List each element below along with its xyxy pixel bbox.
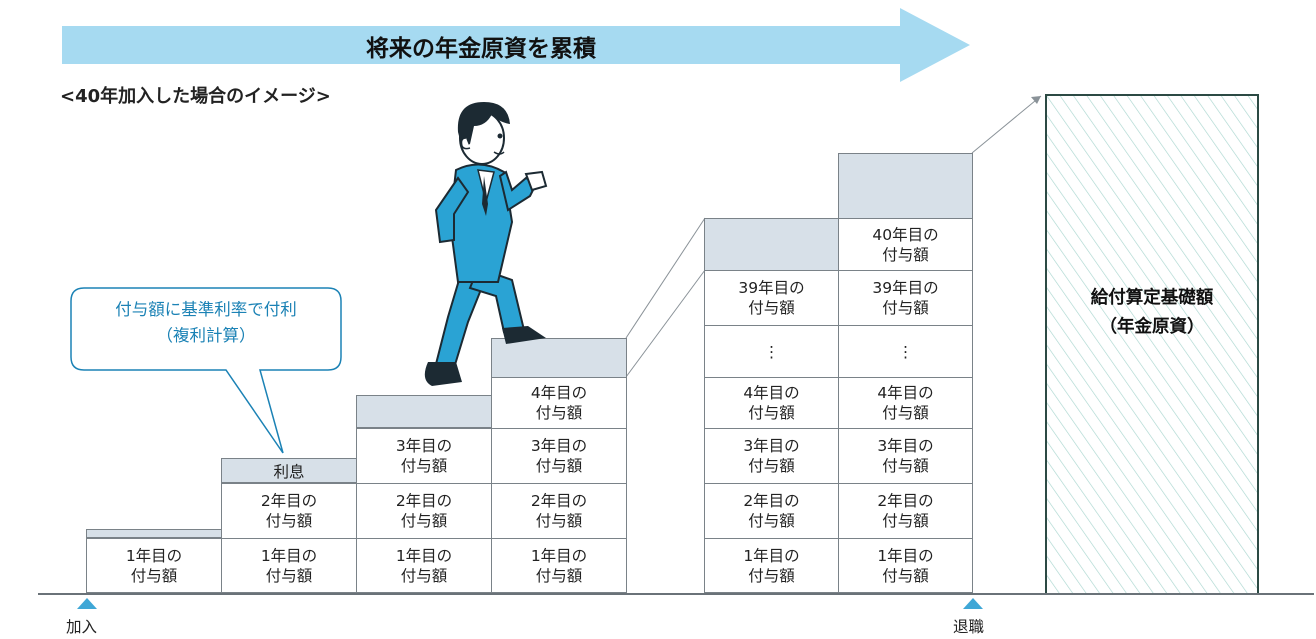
contribution-cell-year39: 39年目の 付与額 [838, 270, 973, 326]
contribution-cell-year4: 4年目の 付与額 [704, 377, 839, 429]
contribution-cell-year3: 3年目の 付与額 [491, 428, 627, 484]
contribution-cell-year2: 2年目の 付与額 [491, 483, 627, 539]
contribution-cell-year3: 3年目の 付与額 [838, 428, 973, 484]
contribution-cell-year39: 39年目の 付与額 [704, 270, 839, 326]
ellipsis-cell: ⋮ [704, 325, 839, 378]
businessman-illustration [424, 102, 548, 386]
pension-principal-label: 給付算定基礎額 （年金原資） [1090, 288, 1214, 337]
contribution-cell-year40: 40年目の 付与額 [838, 218, 973, 271]
timeline-baseline [38, 593, 1314, 595]
speech-bubble [70, 287, 342, 454]
diagram-subtitle: <40年加入した場合のイメージ> [60, 86, 331, 107]
contribution-cell-year1: 1年目の 付与額 [704, 538, 839, 593]
bubble-text: 付与額に基準利率で付利 （複利計算） [115, 300, 297, 345]
interest-block: 利息 [221, 458, 357, 483]
end-marker-icon [963, 598, 983, 609]
interest-block [356, 395, 492, 428]
contribution-cell-year1: 1年目の 付与額 [838, 538, 973, 593]
pension-principal-block [1045, 94, 1259, 595]
contribution-cell-year2: 2年目の 付与額 [704, 483, 839, 539]
contribution-cell-year1: 1年目の 付与額 [221, 538, 357, 593]
contribution-cell-year4: 4年目の 付与額 [838, 377, 973, 429]
start-marker-icon [77, 598, 97, 609]
interest-block [838, 153, 973, 219]
banner-title: 将来の年金原資を累積 [366, 36, 596, 62]
contribution-cell-year2: 2年目の 付与額 [838, 483, 973, 539]
interest-block [491, 338, 627, 378]
interest-block [704, 218, 839, 271]
contribution-cell-year1: 1年目の 付与額 [491, 538, 627, 593]
contribution-cell-year1: 1年目の 付与額 [356, 538, 492, 593]
contribution-cell-year2: 2年目の 付与額 [221, 483, 357, 539]
accumulation-arrow [62, 8, 970, 82]
contribution-cell-year3: 3年目の 付与額 [704, 428, 839, 484]
contribution-cell-year3: 3年目の 付与額 [356, 428, 492, 484]
contribution-cell-year1: 1年目の 付与額 [86, 538, 222, 593]
contribution-cell-year4: 4年目の 付与額 [491, 377, 627, 429]
interest-label: 利息 [273, 462, 305, 481]
ellipsis-cell: ⋮ [838, 325, 973, 378]
interest-block [86, 529, 222, 538]
end-marker-label: 退職 [953, 618, 985, 636]
contribution-cell-year2: 2年目の 付与額 [356, 483, 492, 539]
start-marker-label: 加入 [66, 618, 98, 636]
